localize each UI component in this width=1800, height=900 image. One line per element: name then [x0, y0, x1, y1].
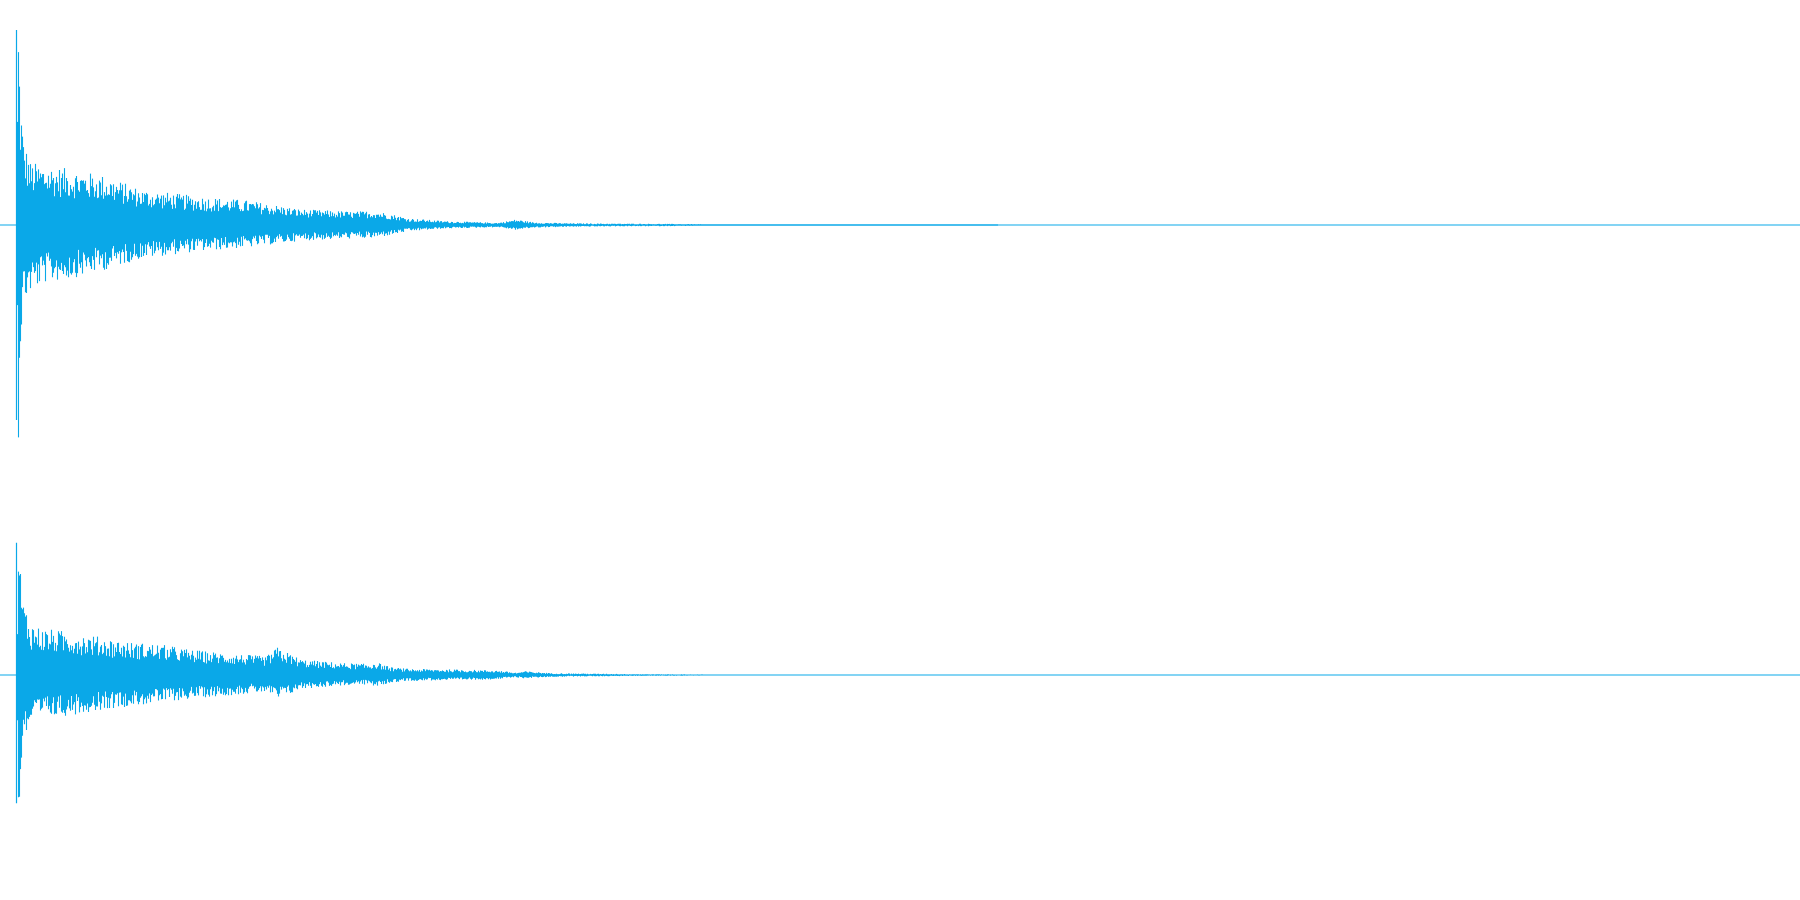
channel-1-signal [16, 52, 999, 438]
channel-1-waveform [0, 30, 1800, 438]
channel-2-signal [16, 571, 999, 798]
channel-2-waveform [0, 542, 1800, 804]
